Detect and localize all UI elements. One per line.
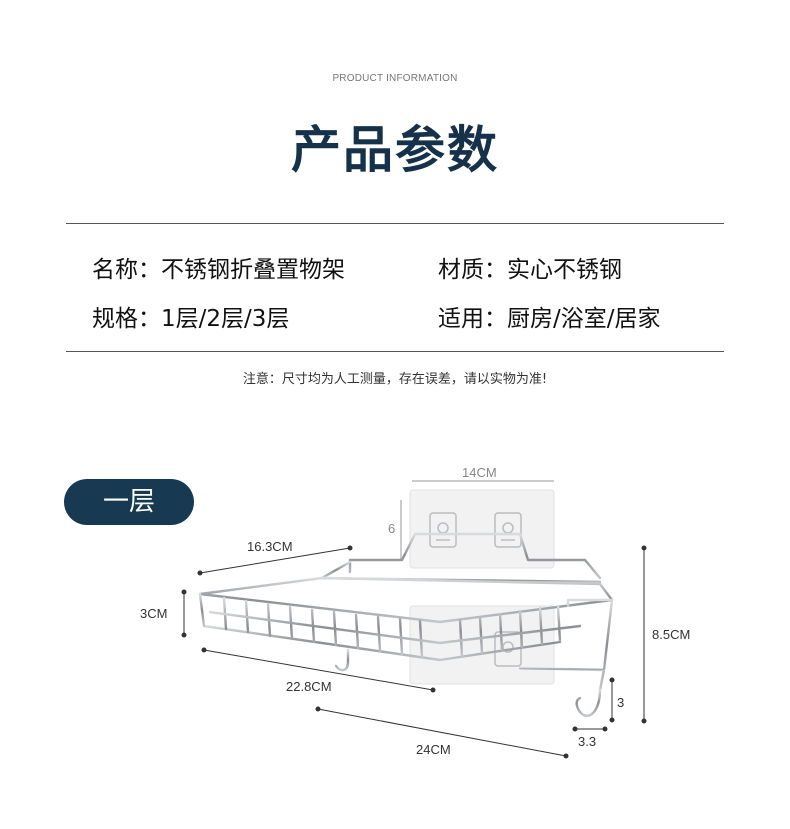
label-total-height: 8.5CM [652,627,691,642]
label-pad-width: 14CM [462,465,497,480]
label-depth: 16.3CM [247,539,293,554]
dimension-lines [181,480,647,759]
top-divider [66,223,724,224]
page-title: 产品参数 [291,121,499,179]
label-hook-depth: 3.3 [578,734,597,749]
label-basket-height: 3CM [140,606,168,621]
label-pad-height: 6 [388,521,396,536]
spec-material: 材质：实心不锈钢 [438,257,622,283]
page-subtitle: PRODUCT INFORMATION [332,73,458,84]
adhesive-pad-upper [409,489,555,569]
tier-badge: 一层 [64,479,194,525]
spec-size: 规格：1层/2层/3层 [92,306,290,332]
label-basket-length: 22.8CM [286,679,332,694]
measurement-note: 注意：尺寸均为人工测量，存在误差，请以实物为准! [242,372,548,387]
spec-usage: 适用：厨房/浴室/居家 [438,306,661,332]
bottom-divider [66,351,724,352]
label-hook-height: 3 [617,695,625,710]
wire-basket [198,532,614,718]
label-total-width: 24CM [416,742,451,757]
spec-name: 名称：不锈钢折叠置物架 [92,257,345,283]
